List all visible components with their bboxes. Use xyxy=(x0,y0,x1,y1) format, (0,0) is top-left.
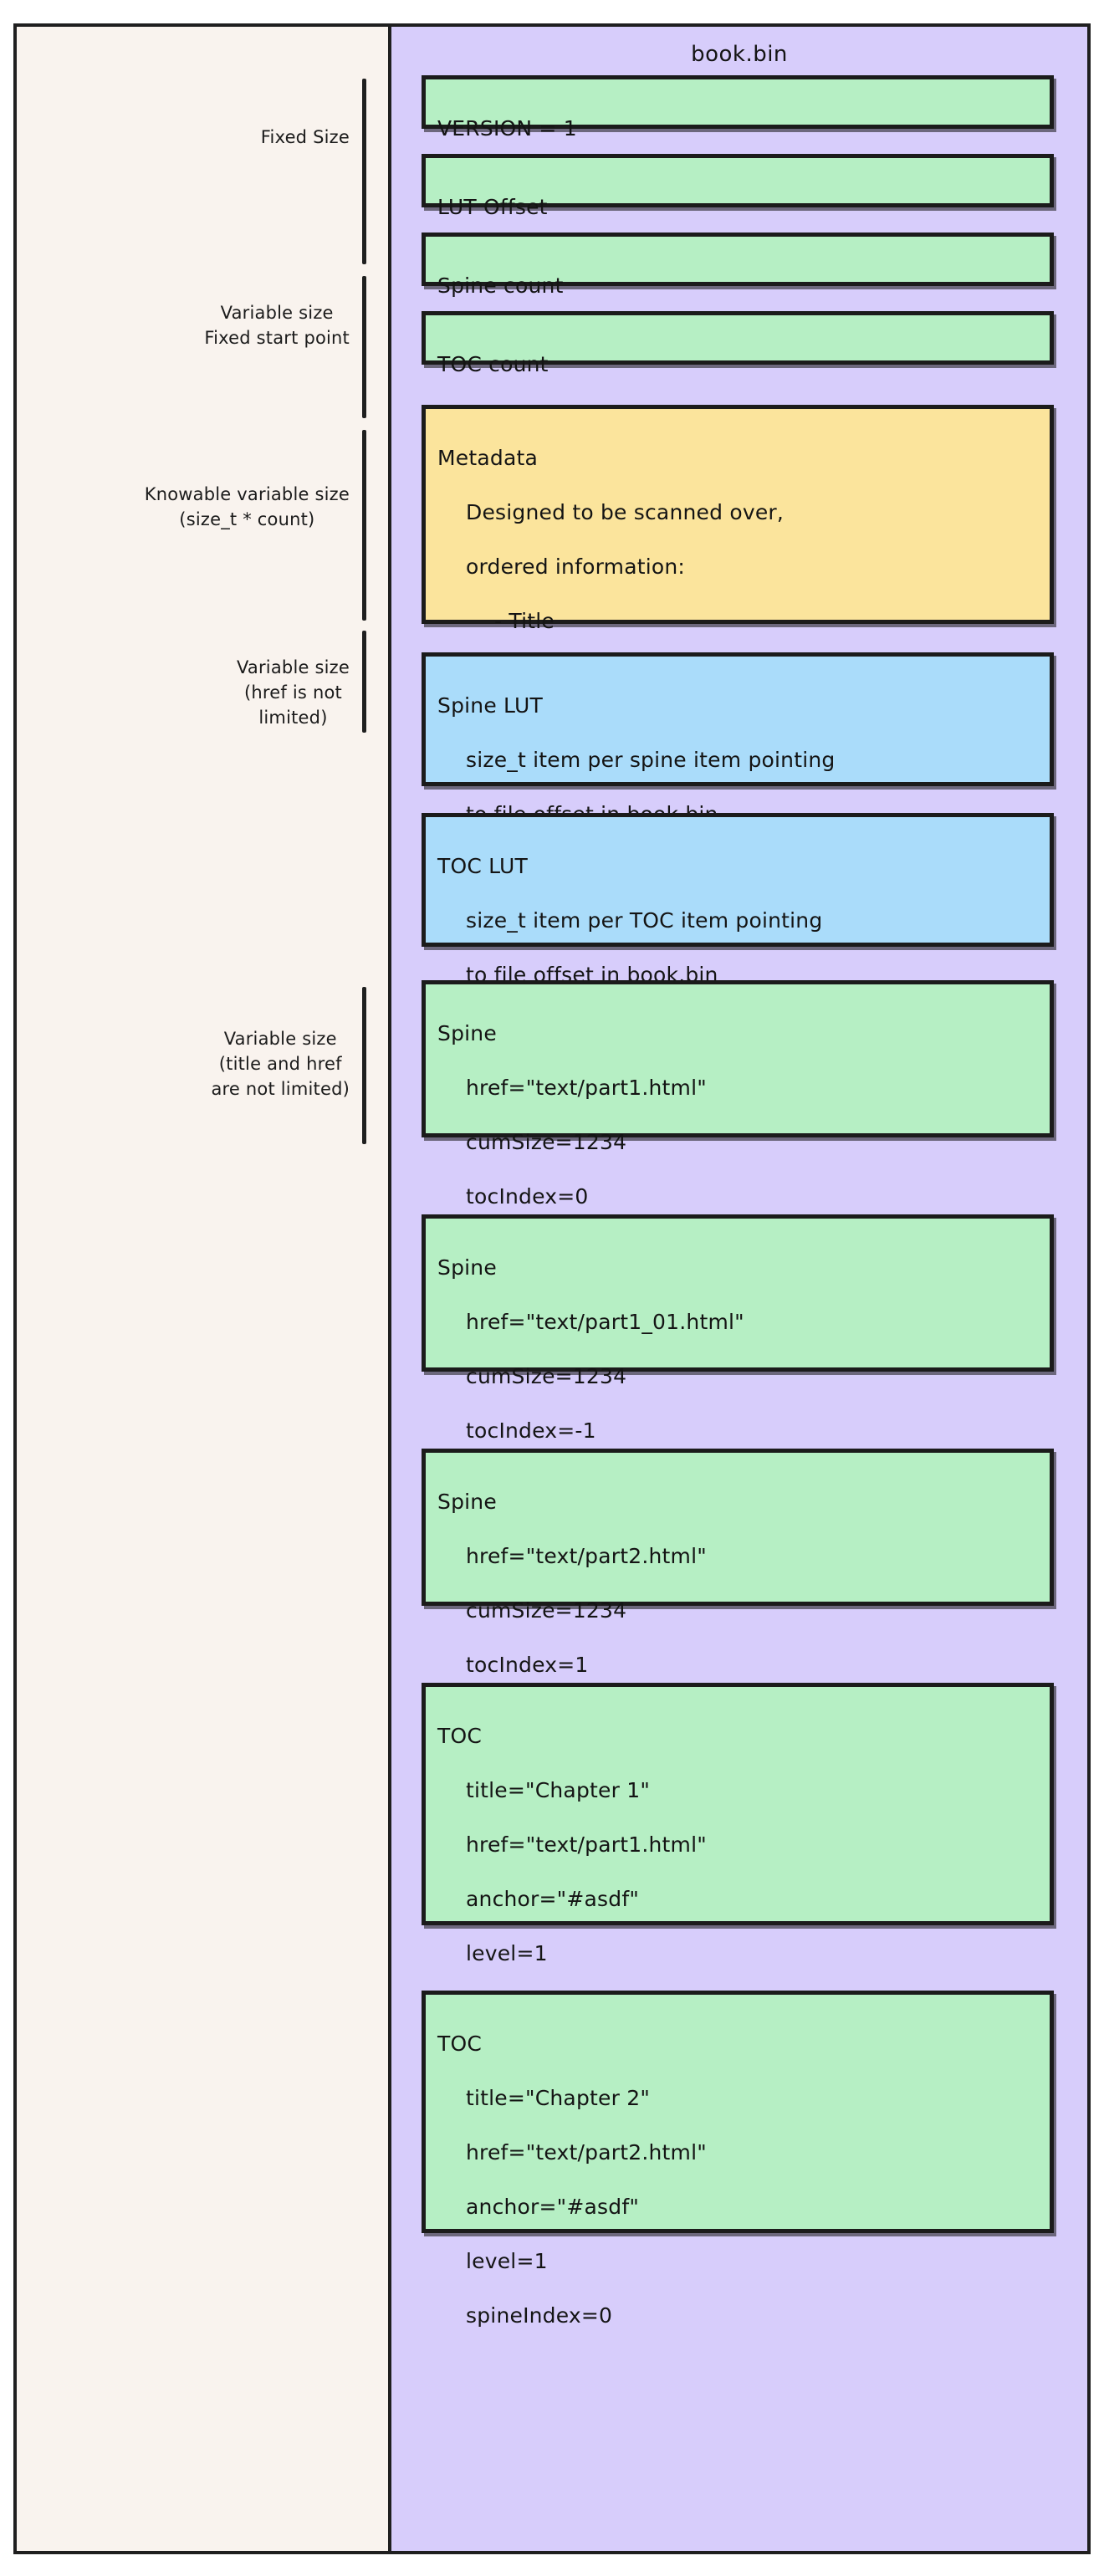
record-field-anchor: anchor="#asdf" xyxy=(466,1886,640,1911)
record-field-href: href="text/part1_01.html" xyxy=(466,1309,744,1334)
annotation-variable-fixed-start: Variable size Fixed start point xyxy=(204,303,350,348)
bracket-variable-title-href xyxy=(362,987,366,1144)
record-toc-1: TOC title="Chapter 1" href="text/part1.h… xyxy=(422,1683,1054,2020)
record-version: VERSION = 1 xyxy=(422,75,1054,141)
bracket-variable-fixed-start xyxy=(362,276,366,418)
record-field-anchor: anchor="#asdf" xyxy=(466,2194,640,2219)
record-toc-lut: TOC LUT size_t item per TOC item pointin… xyxy=(422,813,1054,987)
record-header: LUT Offset xyxy=(437,194,548,219)
annotation-knowable-variable: Knowable variable size (size_t * count) xyxy=(144,484,350,529)
record-header: Metadata xyxy=(437,445,538,470)
file-format-diagram: Fixed Size Variable size Fixed start poi… xyxy=(13,23,1091,2554)
record-toc-2: TOC title="Chapter 2" href="text/part2.h… xyxy=(422,1991,1054,2328)
record-spine-count: Spine count xyxy=(422,233,1054,298)
record-spine-2: Spine href="text/part1_01.html" cumSize=… xyxy=(422,1214,1054,1443)
record-header: TOC xyxy=(437,1723,483,1748)
record-header: Spine xyxy=(437,1255,497,1280)
record-field-href: href="text/part1.html" xyxy=(466,1832,707,1857)
record-field-href: href="text/part1.html" xyxy=(466,1075,707,1100)
file-title: book.bin xyxy=(691,42,788,67)
record-header: TOC LUT xyxy=(437,853,529,878)
record-field-cumsize: cumSize=1234 xyxy=(466,1129,627,1154)
record-line: ordered information: xyxy=(466,554,686,579)
annotation-variable-href: Variable size (href is not limited) xyxy=(236,657,350,728)
annotations-panel: Fixed Size Variable size Fixed start poi… xyxy=(13,23,388,2554)
record-line: size_t item per spine item pointing xyxy=(466,747,836,772)
record-field-level: level=1 xyxy=(466,2248,548,2273)
bracket-knowable-variable xyxy=(362,430,366,621)
record-spine-3: Spine href="text/part2.html" cumSize=123… xyxy=(422,1449,1054,1677)
record-header: Spine xyxy=(437,1489,497,1514)
record-header: TOC xyxy=(437,2031,483,2056)
record-spine-1: Spine href="text/part1.html" cumSize=123… xyxy=(422,980,1054,1209)
bracket-fixed-size xyxy=(362,79,366,264)
record-bullet: - Title xyxy=(494,608,555,633)
record-field-cumsize: cumSize=1234 xyxy=(466,1363,627,1388)
record-header: Spine count xyxy=(437,273,564,298)
record-field-href: href="text/part2.html" xyxy=(466,2139,707,2165)
record-field-title: title="Chapter 1" xyxy=(466,1777,651,1802)
record-field-tocindex: tocIndex=1 xyxy=(466,1652,589,1677)
annotation-variable-title-href: Variable size (title and href are not li… xyxy=(211,1029,350,1099)
record-toc-count: TOC count xyxy=(422,311,1054,376)
bracket-variable-href xyxy=(362,631,366,733)
record-field-title: title="Chapter 2" xyxy=(466,2085,651,2110)
record-field-href: href="text/part2.html" xyxy=(466,1543,707,1568)
record-header: VERSION = 1 xyxy=(437,115,577,141)
record-line: size_t item per TOC item pointing xyxy=(466,907,823,933)
annotation-fixed-size: Fixed Size xyxy=(260,127,350,147)
record-metadata: Metadata Designed to be scanned over, or… xyxy=(422,405,1054,742)
record-header: Spine LUT xyxy=(437,693,543,718)
book-bin-container: book.bin VERSION = 1 LUT Offset Spine co… xyxy=(388,23,1091,2554)
record-header: Spine xyxy=(437,1020,497,1045)
record-field-tocindex: tocIndex=0 xyxy=(466,1183,589,1209)
record-line: Designed to be scanned over, xyxy=(466,499,785,524)
record-lut-offset: LUT Offset xyxy=(422,154,1054,219)
record-header: TOC count xyxy=(437,351,549,376)
record-field-tocindex: tocIndex=-1 xyxy=(466,1418,596,1443)
record-spine-lut: Spine LUT size_t item per spine item poi… xyxy=(422,652,1054,826)
record-field-cumsize: cumSize=1234 xyxy=(466,1597,627,1623)
record-field-spineindex: spineIndex=0 xyxy=(466,2303,613,2328)
record-field-level: level=1 xyxy=(466,1940,548,1965)
